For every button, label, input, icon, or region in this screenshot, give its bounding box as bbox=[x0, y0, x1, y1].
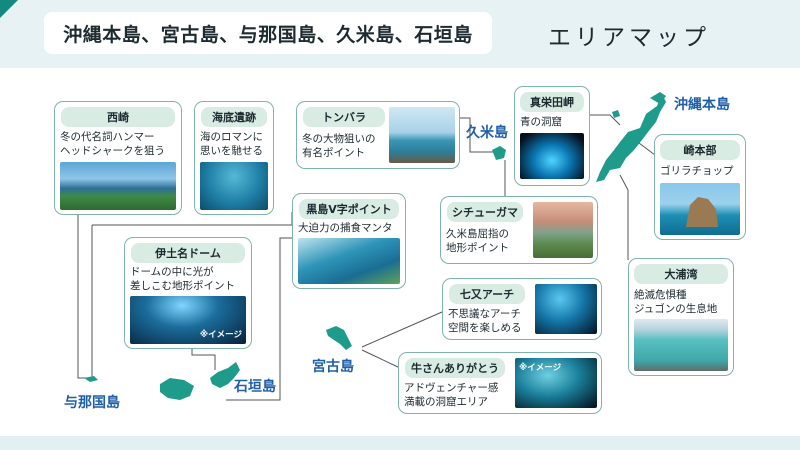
spot-photo-rock-plateau bbox=[533, 202, 593, 258]
okinawa-island-shape bbox=[596, 94, 666, 182]
ishigaki-island-shape bbox=[210, 362, 240, 388]
spot-description: ドームの中に光が 差しこむ地形ポイント bbox=[130, 266, 235, 292]
label-miyako: 宮古島 bbox=[312, 359, 354, 375]
spot-description: 海のロマンに 思いを馳せる bbox=[200, 131, 263, 157]
spot-title: 西崎 bbox=[61, 107, 175, 127]
iriomote-island-shape bbox=[160, 378, 194, 400]
kume-island-shape bbox=[492, 146, 506, 160]
label-ishigaki: 石垣島 bbox=[234, 379, 276, 395]
connector-yonaguni bbox=[77, 215, 88, 379]
spot-title: 真栄田岬 bbox=[520, 92, 584, 112]
page-title: 沖縄本島、宮古島、与那国島、久米島、石垣島 bbox=[44, 12, 492, 54]
spot-card-tonbara[interactable]: トンバラ 冬の大物狙いの 有名ポイント bbox=[296, 101, 460, 169]
spot-card-nishizaki[interactable]: 西崎 冬の代名詞ハンマー ヘッドシャークを狙う bbox=[54, 101, 182, 215]
spot-description: 大迫力の捕食マンタ bbox=[298, 222, 393, 234]
spot-photo-rock-sea bbox=[389, 107, 455, 163]
label-yonaguni: 与那国島 bbox=[64, 395, 120, 411]
connector-miyako-1 bbox=[361, 311, 443, 348]
label-kume: 久米島 bbox=[466, 125, 508, 141]
spot-card-shichuu[interactable]: シチューガマ 久米島屈指の 地形ポイント bbox=[440, 196, 598, 264]
spot-photo-blue-cave bbox=[520, 133, 584, 179]
spot-photo-underwater-ruins bbox=[200, 162, 268, 210]
spot-card-kuroshima[interactable]: 黒島V字ポイント 大迫力の捕食マンタ bbox=[292, 193, 406, 289]
spot-card-sakimotobu[interactable]: 崎本部 ゴリラチョップ bbox=[654, 134, 746, 240]
okinawa-islet bbox=[612, 110, 620, 118]
connector-ishigaki-2 bbox=[226, 237, 292, 401]
spot-description: 絶滅危惧種 ジュゴンの生息地 bbox=[634, 289, 718, 315]
spot-photo-dome: ※イメージ bbox=[130, 296, 246, 344]
spot-description: 冬の代名詞ハンマー ヘッドシャークを狙う bbox=[60, 131, 165, 157]
connector-okinawa-1 bbox=[590, 114, 621, 126]
spot-title: 伊土名ドーム bbox=[131, 243, 245, 263]
spot-title: 海底遺跡 bbox=[201, 107, 267, 127]
spot-photo-arch bbox=[535, 284, 597, 334]
spot-photo-cave-diver: ※イメージ bbox=[515, 358, 597, 408]
miyako-island-shape bbox=[326, 326, 352, 350]
connector-ishigaki bbox=[191, 348, 216, 370]
spot-description: ゴリラチョップ bbox=[660, 165, 734, 177]
spot-title: シチューガマ bbox=[447, 202, 523, 222]
spot-description: 青の洞窟 bbox=[520, 116, 562, 128]
spot-title: 大浦湾 bbox=[634, 264, 728, 284]
spot-title: 崎本部 bbox=[660, 140, 740, 160]
connector-okinawa-3 bbox=[619, 174, 629, 260]
spot-title: 牛さんありがとう bbox=[405, 358, 505, 378]
spot-card-nanamata[interactable]: 七又アーチ 不思議なアーチ 空間を楽しめる bbox=[442, 278, 602, 340]
spot-description: 不思議なアーチ 空間を楽しめる bbox=[448, 308, 522, 334]
footer-band bbox=[0, 436, 800, 450]
image-note: ※イメージ bbox=[199, 330, 242, 340]
spot-photo-bay bbox=[634, 319, 728, 371]
spot-description: アドヴェンチャー感 満載の洞窟エリア bbox=[404, 382, 499, 408]
rock-shape bbox=[686, 197, 718, 227]
spot-card-itona[interactable]: 伊土名ドーム ドームの中に光が 差しこむ地形ポイント ※イメージ bbox=[124, 237, 252, 349]
header-corner-accent bbox=[0, 0, 18, 18]
spot-photo-aerial bbox=[298, 238, 400, 284]
image-note: ※イメージ bbox=[519, 363, 562, 373]
spot-card-oura[interactable]: 大浦湾 絶滅危惧種 ジュゴンの生息地 bbox=[628, 258, 734, 376]
spot-title: 黒島V字ポイント bbox=[299, 199, 399, 219]
label-okinawa: 沖縄本島 bbox=[674, 97, 730, 113]
okinawa-island-north bbox=[650, 92, 666, 104]
spot-description: 久米島屈指の 地形ポイント bbox=[446, 228, 509, 254]
spot-card-ushisan[interactable]: 牛さんありがとう アドヴェンチャー感 満載の洞窟エリア ※イメージ bbox=[398, 352, 602, 414]
spot-title: トンバラ bbox=[303, 107, 385, 127]
spot-card-kaitei[interactable]: 海底遺跡 海のロマンに 思いを馳せる bbox=[194, 101, 274, 215]
yonaguni-island-shape bbox=[84, 376, 98, 382]
spot-description: 冬の大物狙いの 有名ポイント bbox=[302, 133, 376, 159]
page-subtitle: エリアマップ bbox=[548, 25, 710, 51]
connector-miyako-2 bbox=[361, 349, 401, 369]
spot-title: 七又アーチ bbox=[449, 284, 525, 304]
connector-kume-1 bbox=[460, 117, 495, 153]
spot-photo-cliff bbox=[60, 162, 176, 210]
spot-photo-gorilla-rock bbox=[660, 183, 740, 235]
spot-card-maeda[interactable]: 真栄田岬 青の洞窟 bbox=[514, 86, 590, 186]
